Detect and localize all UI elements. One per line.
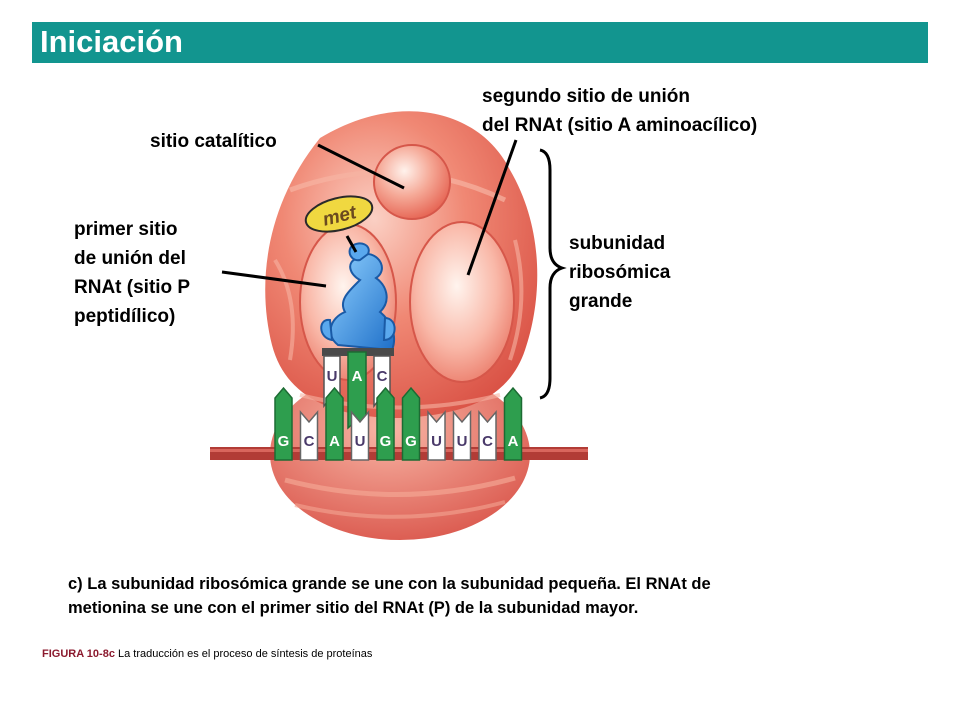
caption-line: c) La subunidad ribosómica grande se une…: [68, 575, 711, 593]
mrna-base: [376, 386, 395, 461]
page-title: Iniciación: [40, 24, 183, 59]
met-badge: [304, 195, 374, 233]
mrna-base: [478, 409, 497, 461]
anticodon-letter: A: [352, 368, 363, 385]
catalytic-site-leader: [317, 143, 405, 190]
label-line: sitio catalítico: [150, 131, 277, 152]
mrna-base: [401, 386, 421, 461]
trna-side-loop: [320, 318, 334, 342]
label-catalytic-site: sitio catalítico: [150, 127, 277, 156]
catalytic-site: [373, 144, 451, 220]
mrna-base-letter: U: [431, 433, 442, 450]
small-subunit-stripe: [294, 500, 506, 519]
p-site-leader: [221, 270, 327, 288]
figure-reference: FIGURA 10-8c La traducción es el proceso…: [42, 648, 372, 660]
mrna-base-letter: G: [405, 433, 417, 450]
a-site-leader: [466, 139, 518, 276]
large-subunit-stripe: [273, 258, 295, 361]
figure-caption: c) La subunidad ribosómica grande se une…: [68, 572, 928, 620]
mrna-base: [274, 386, 293, 461]
mrna-base: [299, 409, 319, 461]
mrna-base: [427, 409, 446, 461]
mrna-base: [350, 409, 370, 461]
mrna-base-letter: G: [380, 433, 392, 450]
mrna-base-letter: U: [355, 433, 366, 450]
a-site-pocket: [409, 221, 515, 383]
anticodon-letter: C: [377, 368, 388, 385]
label-line: de unión del: [74, 248, 186, 269]
title-bar: Iniciación: [32, 22, 928, 63]
mrna-base-letter: G: [278, 433, 290, 450]
label-line: subunidad: [569, 233, 666, 254]
mrna-strand: [210, 447, 588, 460]
caption-line: metionina se une con el primer sitio del…: [68, 599, 639, 617]
label-first-site: primer sitio de unión del RNAt (sitio P …: [74, 215, 190, 331]
label-line: primer sitio: [74, 219, 178, 240]
mrna-base-letter: A: [329, 433, 340, 450]
label-line: RNAt (sitio P: [74, 277, 191, 298]
mrna-base: [325, 386, 344, 461]
label-line: peptidílico): [74, 306, 176, 327]
small-subunit-stripe: [284, 475, 516, 497]
mrna-base-letter: U: [457, 433, 468, 450]
label-line: segundo sitio de unión: [482, 86, 690, 107]
mrna-strand-highlight: [210, 449, 588, 452]
figure-text: La traducción es el proceso de síntesis …: [118, 648, 373, 660]
label-large-subunit: subunidad ribosómica grande: [569, 229, 670, 316]
anticodon-base-a: [347, 351, 367, 430]
mrna-base: [503, 386, 523, 461]
figure-number: FIGURA 10-8c: [42, 648, 115, 660]
anticodon-letter: U: [327, 368, 338, 385]
large-subunit-bracket: [539, 148, 567, 400]
large-subunit-stripe: [508, 239, 524, 361]
label-second-site: segundo sitio de unión del RNAt (sitio A…: [482, 82, 757, 140]
label-line: del RNAt (sitio A aminoacílico): [482, 115, 758, 136]
label-line: ribosómica: [569, 262, 671, 283]
mrna-base: [452, 409, 472, 461]
label-line: grande: [569, 291, 633, 312]
mrna-base-letter: A: [508, 433, 519, 450]
trna-side-loop: [382, 316, 396, 342]
mrna-base-letter: C: [304, 433, 315, 450]
mrna-base-letter: C: [482, 433, 493, 450]
trna-connector: [345, 235, 358, 253]
